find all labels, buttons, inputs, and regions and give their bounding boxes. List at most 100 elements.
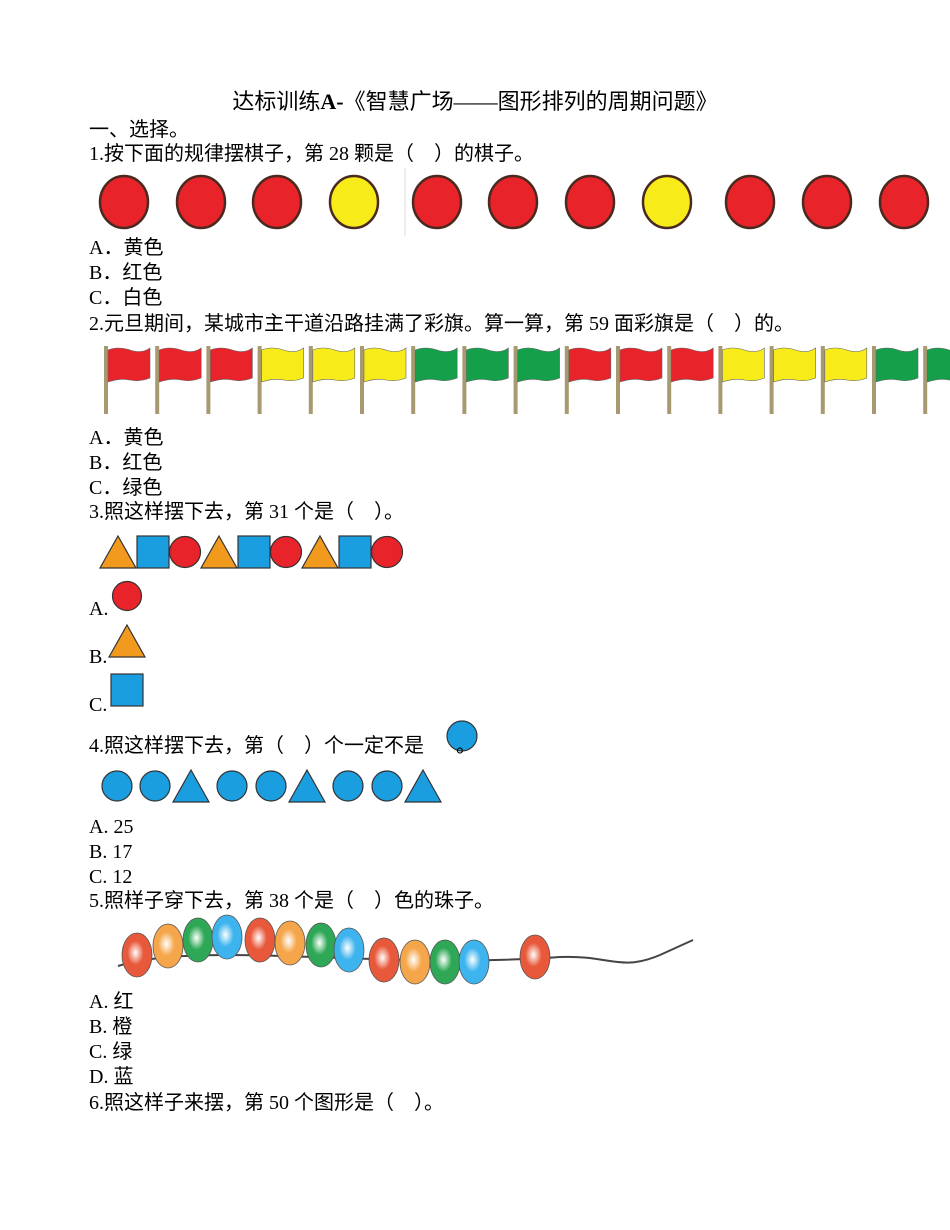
flag-pole [718,346,723,414]
flag-red [210,347,253,383]
page-title: 达标训练A-《智慧广场——图形排列的周期问题》 [232,89,718,114]
chess-piece-yellow [641,174,693,230]
bead-orange [152,923,184,969]
circle-shape [371,770,403,802]
chess-piece-red [724,174,776,230]
circle-shape [332,770,364,802]
bead-blue [333,927,365,973]
flag-pole [513,346,518,414]
question-2: 2.元旦期间，某城市主干道沿路挂满了彩旗。算一算，第 59 面彩旗是（ ）的。 [89,313,794,335]
chess-piece-red [411,174,463,230]
flag-pole [667,346,672,414]
bead-blue [458,939,490,985]
bead-red [368,937,400,983]
flag-red [670,347,714,383]
q1-option-c: C．白色 [89,287,163,309]
bead-string [117,939,694,967]
flag-red [568,347,612,383]
bead-green [429,939,461,985]
flag-green [414,347,458,383]
circle-shape [216,770,248,802]
chess-piece-red [487,174,539,230]
q4-option-c: C. 12 [89,866,133,888]
chess-piece-red [175,174,227,230]
bead-green [305,922,337,968]
circle-shape [370,535,404,569]
bead-red [244,917,276,963]
flag-red [158,347,202,383]
q4-option-a: A. 25 [89,816,134,838]
flag-pole [206,346,211,414]
q1-option-a: A．黄色 [89,237,164,259]
option-triangle-icon [107,623,147,658]
bead-orange [274,920,306,966]
chess-piece-red [251,174,303,230]
chess-piece-red [878,174,930,230]
flag-green [517,347,560,383]
flag-red [107,347,151,383]
option-square-icon [110,673,144,707]
q5-option-b: B. 橙 [89,1016,133,1038]
question-6: 6.照这样子来摆，第 50 个图形是（ ）。 [89,1092,444,1114]
triangle-shape [171,768,211,803]
flag-pole [104,346,108,414]
bead-red [519,934,551,980]
flag-pole [616,346,620,414]
question-4: 4.照这样摆下去，第（ ）个一定不是 。 [89,734,476,758]
flag-pole [462,346,467,414]
q2-option-c: C．绿色 [89,477,163,499]
flag-green [875,347,919,383]
question-4-end: 。 [456,735,476,757]
circle-shape [101,770,133,802]
q2-option-a: A．黄色 [89,427,164,449]
triangle-shape [98,534,138,569]
flag-yellow [363,347,407,383]
section-heading: 一、选择。 [89,119,189,141]
triangle-shape [199,534,239,569]
flag-yellow [773,347,816,383]
option-circle-icon [111,580,143,612]
circle-shape [168,535,202,569]
flag-yellow [261,347,304,383]
flag-green [926,347,950,383]
flag-pole [923,346,928,414]
square-shape [136,535,170,569]
square-shape [237,535,271,569]
flag-pole [257,346,262,414]
flag-pole [155,346,160,414]
q1-option-b: B．红色 [89,262,163,284]
q3-option-b: B. [89,646,108,668]
chess-piece-yellow [328,174,380,230]
flag-pole [360,346,364,414]
flag-pole [820,346,825,414]
triangle-shape [300,534,340,569]
circle-shape [139,770,171,802]
triangle-shape [403,768,443,803]
question-5: 5.照样子穿下去，第 38 个是（ ）色的珠子。 [89,890,494,912]
bead-green [182,917,214,963]
q5-option-a: A. 红 [89,991,134,1013]
flag-yellow [722,347,765,383]
flag-yellow [824,347,868,383]
question-4-text: 4.照这样摆下去，第（ ）个一定不是 [89,735,424,757]
question-3: 3.照这样摆下去，第 31 个是（ ）。 [89,501,404,523]
circle-shape [255,770,287,802]
question-1: 1.按下面的规律摆棋子，第 28 颗是（ ）的棋子。 [89,143,534,165]
chess-piece-red [98,174,150,230]
flag-pole [564,346,569,414]
flag-pole [308,346,313,414]
bead-blue [211,914,243,960]
q3-option-a: A. [89,598,109,620]
flag-pole [411,346,416,414]
triangle-shape [287,768,327,803]
flag-yellow [312,347,356,383]
q4-option-b: B. 17 [89,841,133,863]
chess-piece-red [564,174,616,230]
q5-option-d: D. 蓝 [89,1066,134,1088]
bead-red [121,932,153,978]
chess-piece-red [801,174,853,230]
q3-option-c: C. [89,694,108,716]
flag-green [466,347,509,383]
